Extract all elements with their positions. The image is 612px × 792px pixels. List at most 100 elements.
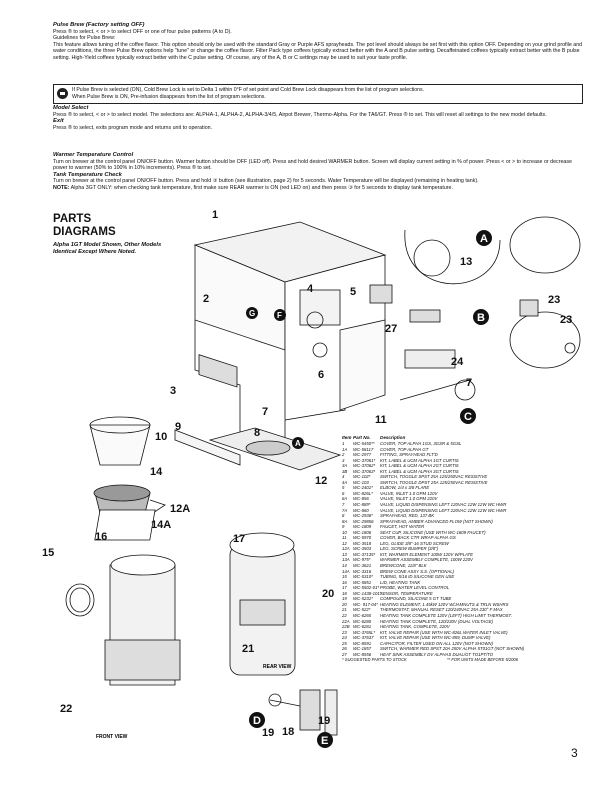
parts-description: KIT, LABEL & UCM ALPHA 2GT CURTIS: [380, 463, 459, 469]
parts-item-number: 12: [342, 540, 347, 546]
pulse-brew-heading: Pulse Brew (Factory setting OFF): [53, 22, 145, 28]
parts-item-number: 22: [342, 612, 347, 618]
parts-description: VALVE, INLET 1.0 GPM 120V: [380, 490, 438, 496]
parts-part-number: WC-37061*: [353, 457, 376, 463]
letter-a: A: [480, 233, 488, 245]
parts-item-number: 7: [342, 502, 345, 508]
parts-item-number: 14A: [342, 568, 350, 574]
parts-part-number: WC-889*: [353, 502, 371, 508]
parts-part-number: WC-5970: [353, 535, 372, 541]
parts-item-number: 5: [342, 485, 345, 491]
parts-item-number: 18: [342, 590, 347, 596]
parts-item-number: 8: [342, 513, 345, 519]
parts-item-number: 10: [342, 529, 347, 535]
label-23: 23: [548, 294, 560, 306]
label-18: 18: [282, 726, 294, 738]
heating-tank-rear: [229, 544, 296, 676]
parts-item-number: 3B: [342, 468, 348, 474]
parts-part-number: WC-3765L*: [353, 629, 376, 635]
parts-description: BREWCONE, 11/8" BLK: [380, 563, 427, 569]
parts-item-number: 3: [342, 457, 345, 463]
label-8: 8: [254, 427, 260, 439]
parts-part-number: WC-1806: [353, 529, 372, 535]
label-15: 15: [42, 547, 54, 559]
parts-part-number: WC-8591: [353, 640, 372, 646]
parts-description: HEAT SINK ASSEMBLY DV ALPHAS DUAL/GT TO1…: [380, 651, 494, 657]
label-9: 9: [175, 421, 181, 433]
pulse-brew-p2: Guidelines for Pulse Brew:: [53, 35, 116, 42]
parts-description: THERMOSTAT, MANUAL RESET 120/240VAC 25A …: [380, 607, 503, 613]
parts-description: HEATING TANK COMPLETE 120V (LEFT) HIGH L…: [380, 612, 512, 618]
label-20: 20: [322, 588, 334, 600]
warmer-plate: [245, 440, 291, 456]
parts-item-number: 7A: [342, 507, 348, 513]
label-14: 14: [150, 466, 163, 478]
parts-item-number: 15: [342, 574, 347, 580]
parts-description: KIT, VALVE REPAIR (USE WITH WC-826L WATE…: [380, 629, 508, 635]
brewer-left-side: [194, 244, 286, 351]
brewer-top-cover: [193, 221, 387, 283]
label-2: 2: [203, 293, 209, 305]
parts-description: PROBE, WATER LEVEL CONTROL: [380, 585, 450, 591]
parts-description: VALVE, LIQUID DISPENSING LEFT 220VAC 12W…: [380, 507, 507, 513]
parts-part-number: WC-37637: [353, 635, 374, 641]
parts-description: BREW CONE ASSY S.S. (OPTIONAL): [380, 568, 455, 574]
parts-item-number: 1: [342, 441, 345, 446]
callout-line-1: If Pulse Brew is selected (ON), Cold Bre…: [72, 87, 425, 93]
letter-g: G: [249, 309, 255, 318]
parts-description: KIT, LABEL & UCM ALPHA 1GT CURTIS: [380, 457, 459, 463]
pulse-brew-section: Pulse Brew (Factory setting OFF) Press ®…: [53, 22, 583, 62]
parts-description: COMPOUND, SILICONE 5 GT TUBE: [380, 596, 452, 602]
brewer-front: [194, 320, 286, 456]
parts-part-number: WC-2401*: [353, 485, 373, 491]
parts-description: SWITCH, TOGGLE DPST 25A 125/250VAC RESIS…: [380, 479, 488, 485]
parts-item-number: 27: [342, 651, 347, 657]
parts-item-number: 21: [342, 607, 347, 613]
parts-description: TUBING, 5/16 ID SILICONE GEN USE: [380, 574, 455, 580]
parts-part-number: WC-5450**: [353, 441, 375, 446]
parts-part-number: WC-103: [353, 479, 369, 485]
parts-part-number: WC-6281: [353, 624, 372, 630]
header-part: Part No.: [353, 435, 371, 440]
note-label: NOTE:: [53, 184, 70, 191]
parts-item-number: 13: [342, 551, 347, 557]
parts-description: SWITCH, WARMER RED SPST 20A 250V ALPHA 5…: [380, 646, 525, 652]
label-17: 17: [233, 533, 245, 545]
parts-item-number: 19: [342, 596, 347, 602]
detail-circle-b: [509, 311, 581, 369]
parts-item-number: 4: [342, 474, 345, 480]
label-23b: 23: [560, 314, 572, 326]
diagram-subtitle: Alpha 1GT Model Shown, Other Models Iden…: [53, 242, 162, 255]
rear-cover: [339, 319, 386, 411]
parts-description: SPRAYHEAD, AMBER ADVANCED FLOW (NOT SHOW…: [380, 518, 493, 524]
parts-row: 19 WC-5231* COMPOUND, SILICONE 5 GT TUBE: [342, 596, 594, 602]
parts-description: WARMER ASSEMBLY COMPLETE, 100W 220V: [380, 557, 473, 563]
parts-item-number: 25: [342, 640, 347, 646]
parts-description: VALVE, INLET 1.0 GPM 220V: [380, 496, 438, 502]
parts-part-number: WC-58117: [353, 446, 374, 452]
parts-part-number: WC-5231*: [353, 596, 373, 602]
pulse-brew-p1: Press ® to select, < or > to select OFF …: [53, 28, 232, 35]
label-12: 12: [315, 475, 327, 487]
warmer-wire: [404, 229, 501, 285]
exit-text: Press ® to select, exits program mode an…: [53, 124, 213, 131]
parts-item-number: 22B: [342, 624, 350, 630]
parts-part-number: WC-37135*: [353, 551, 376, 557]
